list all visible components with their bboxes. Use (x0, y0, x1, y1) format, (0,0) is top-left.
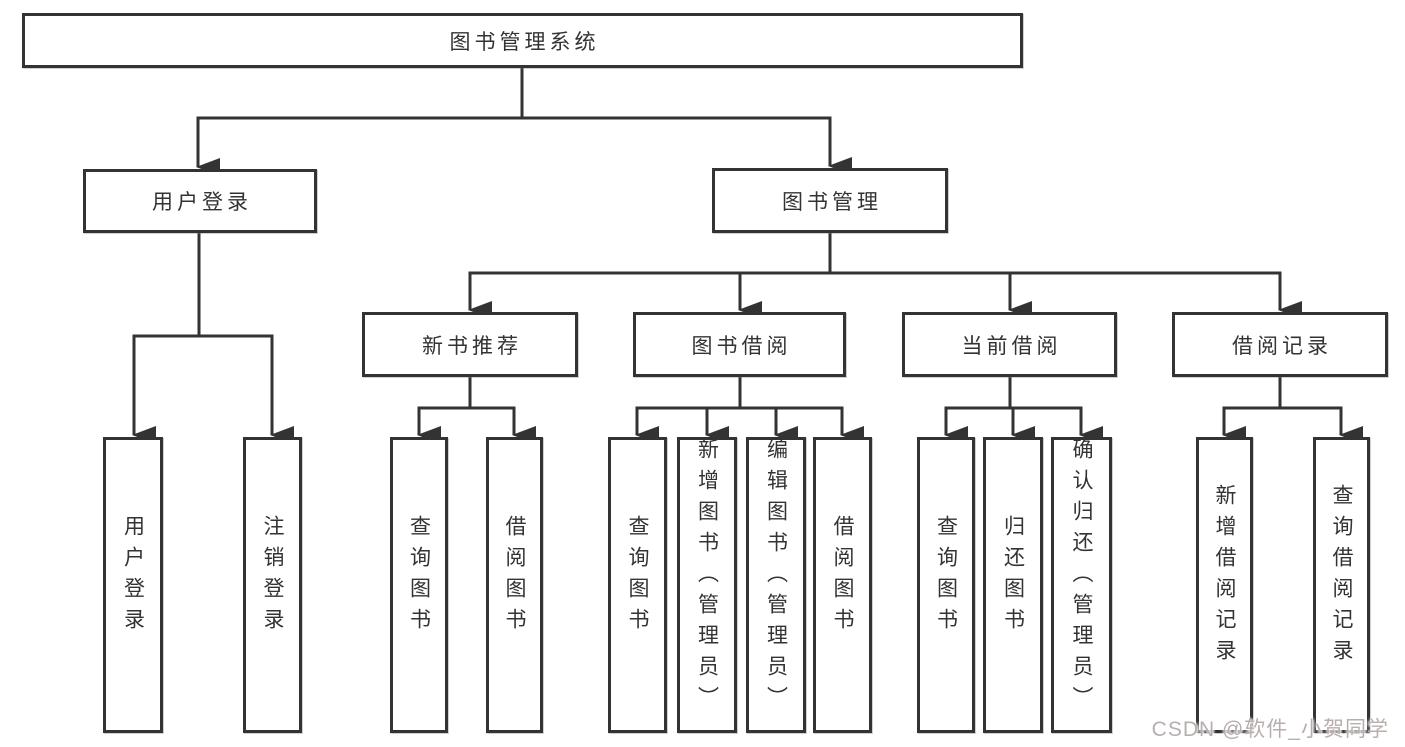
leaf-logout-label: 注销登录 (261, 515, 284, 639)
node-book-management-label: 图书管理 (782, 190, 882, 214)
leaf-newbooks-borrow-books: 借阅图书 (486, 437, 543, 733)
leaf-edit-books-admin: 编辑图书（管理员） (746, 437, 806, 733)
node-borrow-records: 借阅记录 (1172, 312, 1388, 377)
leaf-add-books-admin-label: 新增图书（管理员） (695, 437, 719, 717)
leaf-add-borrow-record: 新增借阅记录 (1196, 437, 1253, 733)
leaf-user-login: 用户登录 (103, 437, 163, 733)
node-current-borrow: 当前借阅 (902, 312, 1117, 377)
leaf-user-login-label: 用户登录 (121, 515, 145, 639)
leaf-newbooks-query-books-label: 查询图书 (407, 515, 431, 639)
node-book-borrow-label: 图书借阅 (691, 334, 792, 358)
leaf-borrow-borrow-books-label: 借阅图书 (831, 515, 854, 639)
leaf-return-books-label: 归还图书 (1001, 515, 1025, 639)
leaf-newbooks-query-books: 查询图书 (390, 437, 448, 733)
csdn-watermark: CSDN @软件_小贺同学 (1151, 718, 1389, 741)
leaf-query-borrow-record-label: 查询借阅记录 (1330, 484, 1353, 670)
node-current-borrow-label: 当前借阅 (961, 334, 1062, 358)
leaf-borrow-query-books: 查询图书 (608, 437, 667, 733)
leaf-query-borrow-record: 查询借阅记录 (1313, 437, 1370, 733)
node-book-borrow: 图书借阅 (633, 312, 846, 377)
node-new-book-recommend-label: 新书推荐 (422, 334, 522, 358)
leaf-return-books: 归还图书 (983, 437, 1043, 733)
node-root-label: 图书管理系统 (449, 30, 600, 54)
node-book-management: 图书管理 (712, 168, 948, 233)
leaf-borrow-query-books-label: 查询图书 (626, 515, 649, 639)
leaf-confirm-return-admin: 确认归还（管理员） (1051, 437, 1112, 733)
leaf-add-books-admin: 新增图书（管理员） (677, 437, 737, 733)
leaf-edit-books-admin-label: 编辑图书（管理员） (764, 437, 788, 717)
leaf-confirm-return-admin-label: 确认归还（管理员） (1070, 437, 1093, 717)
node-borrow-records-label: 借阅记录 (1232, 334, 1332, 358)
leaf-borrow-borrow-books: 借阅图书 (813, 437, 872, 733)
leaf-current-query-books: 查询图书 (917, 437, 975, 733)
leaf-add-borrow-record-label: 新增借阅记录 (1213, 484, 1236, 670)
leaf-logout: 注销登录 (243, 437, 302, 733)
node-user-login-label: 用户登录 (152, 191, 252, 214)
node-user-login: 用户登录 (83, 169, 317, 233)
leaf-newbooks-borrow-books-label: 借阅图书 (503, 515, 526, 639)
leaf-current-query-books-label: 查询图书 (934, 515, 958, 639)
node-new-book-recommend: 新书推荐 (362, 312, 578, 377)
node-root-system: 图书管理系统 (22, 13, 1023, 68)
